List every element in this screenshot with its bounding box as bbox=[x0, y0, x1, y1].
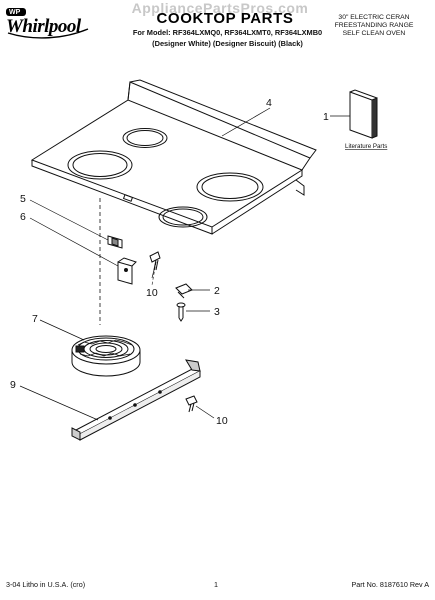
screw-part-3 bbox=[176, 302, 186, 322]
watermark: AppliancePartsPros.com bbox=[131, 0, 309, 16]
model-colors: (Designer White) (Designer Biscuit) (Bla… bbox=[152, 38, 303, 48]
callout-6: 6 bbox=[20, 211, 26, 223]
callout-10-upper: 10 bbox=[146, 287, 158, 299]
brand-tag: WP bbox=[9, 9, 21, 16]
footer-page-number: 1 bbox=[214, 580, 218, 589]
callout-2: 2 bbox=[214, 285, 220, 297]
clip-part-5 bbox=[107, 235, 123, 249]
burner-left-rear bbox=[122, 128, 168, 148]
page-title: COOKTOP PARTS bbox=[156, 10, 294, 27]
range-description: 30" ELECTRIC CERAN FREESTANDING RANGE SE… bbox=[318, 14, 430, 39]
cooktop-glass bbox=[30, 79, 317, 235]
callout-9: 9 bbox=[10, 379, 16, 391]
bracket-part-6 bbox=[117, 257, 137, 285]
radiant-element-part-7 bbox=[71, 335, 141, 377]
whirlpool-logo-graphic bbox=[6, 8, 89, 39]
model-numbers: For Model: RF364LXMQ0, RF364LXMT0, RF364… bbox=[132, 28, 323, 37]
callout-10-lower: 10 bbox=[216, 415, 228, 427]
footer-litho: 3-04 Litho in U.S.A. (cro) bbox=[6, 580, 86, 589]
support-rail-part-9 bbox=[71, 359, 201, 441]
whirlpool-logo: WP Whirlpool bbox=[4, 3, 90, 45]
footer-part-number: Part No. 8187610 Rev A bbox=[351, 580, 429, 589]
literature-parts bbox=[349, 89, 378, 139]
callout-7: 7 bbox=[32, 313, 38, 325]
brand-name: Whirlpool bbox=[6, 16, 81, 37]
clip-part-2 bbox=[175, 283, 193, 299]
burner-right-front bbox=[158, 206, 208, 228]
callout-4: 4 bbox=[266, 97, 272, 109]
burner-right-rear bbox=[196, 172, 264, 202]
range-line-3: SELF CLEAN OVEN bbox=[342, 30, 406, 38]
callout-5: 5 bbox=[20, 193, 26, 205]
screw-part-10-lower bbox=[185, 395, 198, 413]
callout-3: 3 bbox=[214, 306, 220, 318]
range-line-2: FREESTANDING RANGE bbox=[334, 22, 414, 30]
model-list: For Model: RF364LXMQ0, RF364LXMT0, RF364… bbox=[110, 28, 345, 49]
range-line-1: 30" ELECTRIC CERAN bbox=[338, 14, 410, 21]
leader-lines bbox=[19, 107, 350, 421]
callouts: 1 2 3 4 5 6 7 9 10 10 bbox=[10, 97, 329, 427]
burner-left-front bbox=[67, 150, 133, 180]
literature-parts-label: Literature Parts bbox=[345, 143, 387, 150]
screw-part-10-upper bbox=[149, 251, 161, 271]
callout-1: 1 bbox=[323, 111, 329, 123]
